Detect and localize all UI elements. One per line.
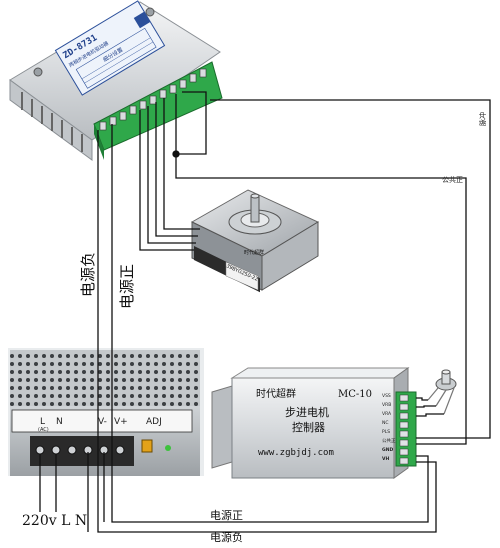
- controller-mc10: 时代超群 MC-10 步进电机 控制器 www.zgbjdj.com VSS V…: [211, 367, 457, 479]
- label-power-positive-bottom: 电源正: [210, 508, 243, 522]
- controller-title-line1: 步进电机: [285, 405, 329, 419]
- controller-pin-label: 公共正: [382, 437, 396, 444]
- psu-adj-potentiometer-icon: [141, 439, 153, 453]
- psu-terminal-label: L: [40, 417, 45, 427]
- psu-terminal-labels: L N V- V+ ADJ (AC): [38, 417, 162, 433]
- psu-terminal-label: V+: [114, 417, 128, 427]
- controller-pin-label: VSS: [382, 393, 391, 399]
- driver-terminal-block: [93, 61, 223, 160]
- psu-ac-label: (AC): [38, 427, 49, 433]
- controller-title-line2: 控制器: [292, 420, 325, 434]
- psu-terminal-label: ADJ: [146, 417, 162, 427]
- controller-pin-label: PLS: [382, 429, 390, 435]
- controller-website: www.zgbjdj.com: [258, 448, 334, 458]
- controller-brand: 时代超群: [256, 387, 296, 400]
- driver-screw-icon: [145, 7, 155, 17]
- psu-terminal-label: N: [56, 417, 63, 427]
- psu-terminal-row: [30, 436, 134, 466]
- annotation-labels: 电源负 电源正 脉冲 公共正 电源正 电源负 220v L N: [22, 112, 487, 544]
- motor-brand: 时代超群: [244, 249, 264, 256]
- driver-screw-icon: [33, 67, 43, 77]
- psu-led-icon: [165, 445, 171, 451]
- label-ac-input: 220v L N: [22, 513, 87, 529]
- controller-pin-label: VRA: [382, 411, 392, 417]
- label-common-positive: 公共正: [442, 175, 463, 184]
- label-power-negative-vertical: 电源负: [79, 252, 97, 297]
- controller-pin-label: VH: [382, 456, 389, 462]
- controller-model: MC-10: [338, 389, 372, 400]
- controller-pin-labels: VSS VRB VRA NC PLS 公共正 GND VH: [382, 393, 396, 462]
- power-supply: L N V- V+ ADJ (AC): [8, 348, 204, 476]
- controller-terminal-block: [395, 391, 417, 467]
- controller-pin-label: NC: [382, 420, 389, 426]
- psu-terminal-label: V-: [98, 417, 107, 427]
- label-pulse: 脉冲: [478, 112, 487, 126]
- motor-shaft-icon: [250, 195, 260, 223]
- driver-cooling-fins: [21, 92, 83, 152]
- driver-logo-icon: [133, 11, 151, 29]
- driver-terminal-screws: [99, 68, 207, 131]
- potentiometer-icon: [427, 369, 457, 415]
- controller-pin-label: VRB: [382, 402, 391, 408]
- label-power-positive-vertical: 电源正: [118, 264, 136, 309]
- stepper-driver: ZD-8731 两相步进电机驱动器 细分设置: [9, 0, 223, 161]
- label-power-negative-bottom: 电源负: [210, 530, 243, 544]
- controller-pin-label: GND: [382, 447, 393, 453]
- wiring: [39, 91, 491, 533]
- stepper-motor: 时代超群 39BYG250-22: [190, 189, 320, 293]
